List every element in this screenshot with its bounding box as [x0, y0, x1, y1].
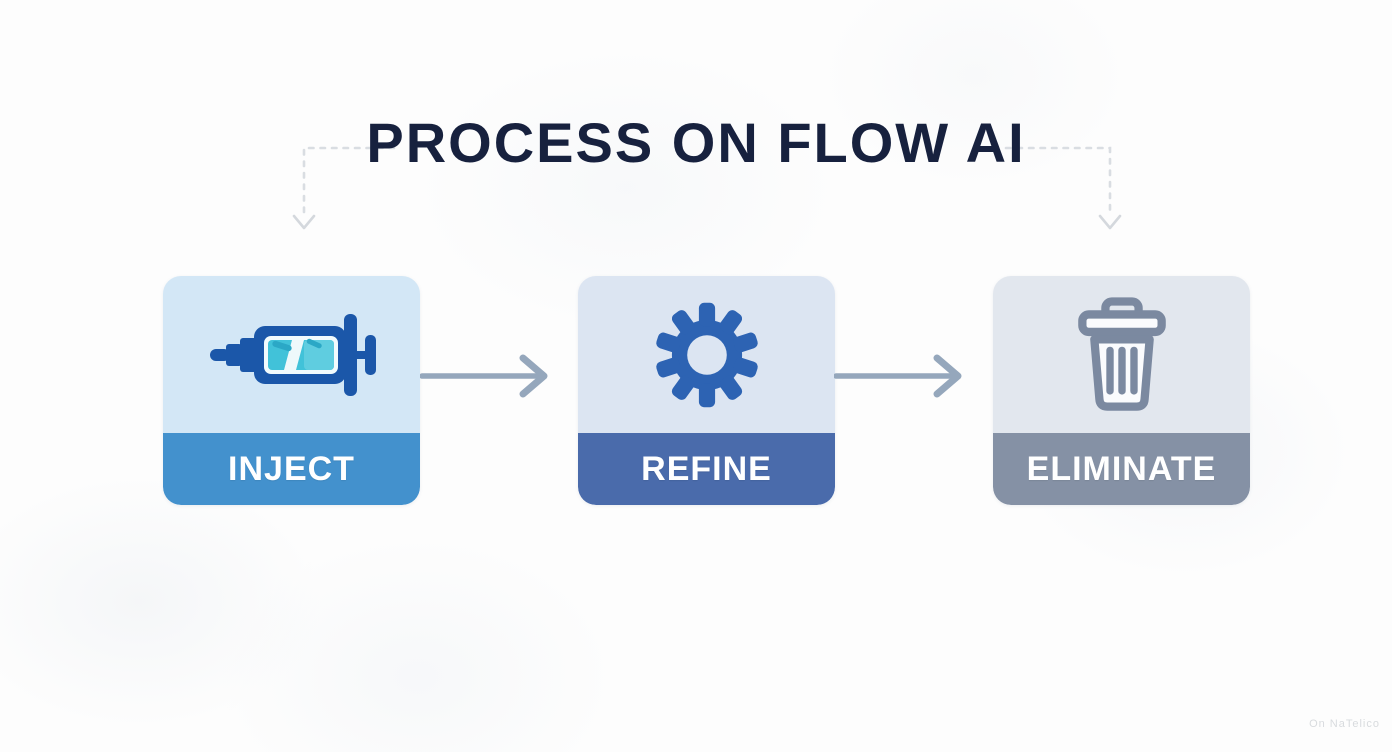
step-card-eliminate: ELIMINATE	[993, 276, 1250, 505]
step-label-refine: REFINE	[641, 449, 772, 488]
step-label-eliminate: ELIMINATE	[1026, 449, 1217, 488]
step-card-inject: INJECT	[163, 276, 420, 505]
step-icon-area-inject	[163, 276, 420, 433]
step-label-bar-eliminate: ELIMINATE	[993, 433, 1250, 505]
step-label-bar-inject: INJECT	[163, 433, 420, 505]
step-label-inject: INJECT	[228, 449, 355, 488]
step-icon-area-eliminate	[993, 276, 1250, 433]
dashed-connector-right-icon	[1004, 146, 1122, 230]
syringe-icon	[209, 313, 376, 396]
flow-arrow-1-icon	[420, 354, 548, 398]
page-title: PROCESS ON FLOW AI	[366, 111, 1026, 174]
step-card-refine: REFINE	[578, 276, 835, 505]
flow-arrow-2-icon	[834, 354, 962, 398]
dashed-connector-left-icon	[292, 146, 396, 230]
step-icon-area-refine	[578, 276, 835, 433]
step-label-bar-refine: REFINE	[578, 433, 835, 505]
watermark: On NaTelico	[1309, 718, 1380, 730]
gear-icon	[655, 302, 758, 407]
trash-icon	[1077, 296, 1166, 411]
